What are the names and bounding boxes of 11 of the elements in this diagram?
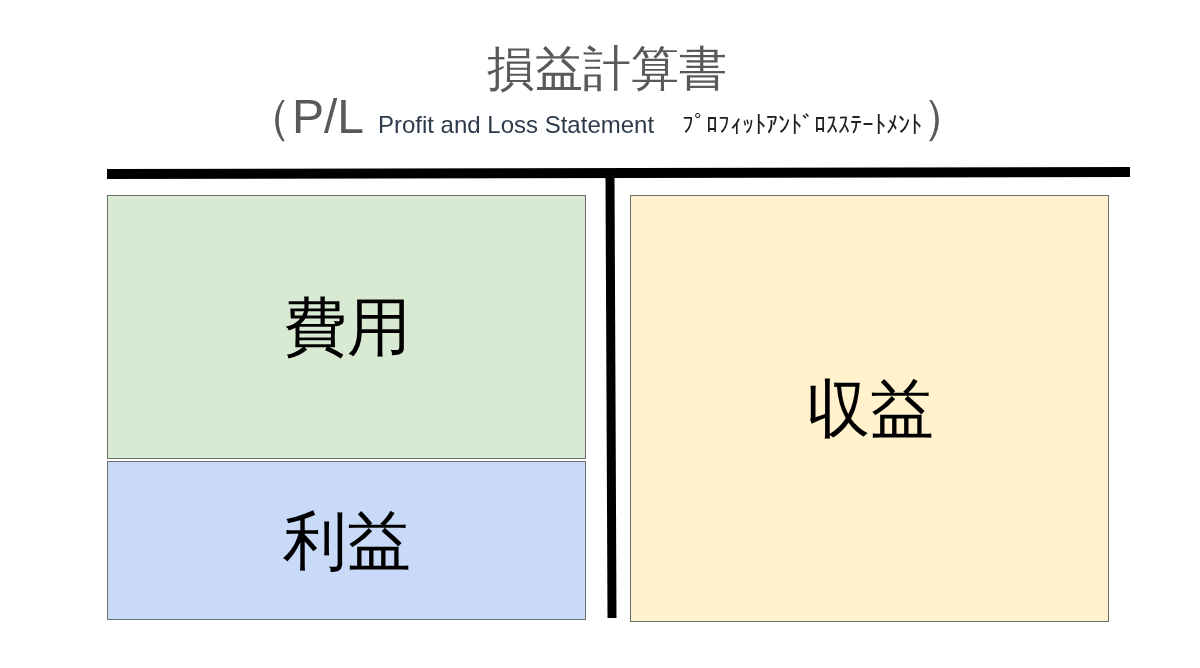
account-label: 費用	[282, 295, 411, 359]
closing-parenthesis: ）	[922, 92, 971, 140]
katakana-reading: ﾌﾟﾛﾌｨｯﾄｱﾝﾄﾞﾛｽｽﾃｰﾄﾒﾝﾄ	[682, 113, 923, 137]
title: 損益計算書	[487, 40, 727, 96]
profit-box	[107, 461, 586, 620]
english-name: Profit and Loss Statement	[377, 113, 655, 137]
account-label: 収益	[805, 376, 934, 441]
revenue-box	[630, 195, 1109, 622]
expense-box	[107, 195, 586, 459]
account-label: 利益	[282, 508, 411, 573]
abbreviation: （P/L	[243, 93, 364, 141]
